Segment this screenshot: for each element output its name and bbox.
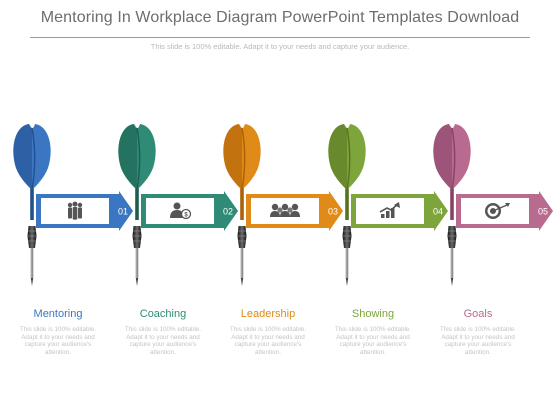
dart-barrel (27, 226, 37, 248)
slide-title: Mentoring In Workplace Diagram PowerPoin… (40, 9, 520, 26)
title-divider (30, 37, 530, 38)
dart-step-2: 02 $ (118, 124, 238, 286)
dart-needle (135, 248, 139, 278)
dart-barrel (342, 226, 352, 248)
step-description: This slide is 100% editable. Adapt it to… (334, 326, 412, 356)
step-number: 04 (433, 207, 443, 217)
growth-chart-icon (379, 202, 400, 218)
step-description: This slide is 100% editable. Adapt it to… (229, 326, 307, 356)
step-label: Leadership (240, 308, 296, 320)
dart-needle (30, 248, 34, 278)
dart-barrel (237, 226, 247, 248)
dart-needle (450, 248, 454, 278)
step-label: Mentoring (33, 308, 83, 320)
dart-needle (345, 248, 349, 278)
step-number: 02 (223, 207, 233, 217)
step-label: Goals (463, 308, 493, 320)
step-description: This slide is 100% editable. Adapt it to… (439, 326, 517, 356)
step-description: This slide is 100% editable. Adapt it to… (19, 326, 97, 356)
user-money-icon: $ (170, 202, 192, 220)
step-number: 01 (118, 207, 128, 217)
people-group-icon (67, 201, 83, 220)
dart-step-4: 04 (328, 124, 448, 286)
step-label: Coaching (139, 308, 187, 320)
dart-barrel (447, 226, 457, 248)
dart-needle (240, 248, 244, 278)
svg-text:$: $ (184, 213, 188, 219)
step-number: 05 (538, 207, 548, 217)
dart-step-1: 01 (13, 124, 133, 286)
step-number: 03 (328, 207, 338, 217)
target-icon (485, 203, 510, 219)
team-icon (270, 203, 300, 217)
dart-step-3: 03 (223, 124, 343, 286)
dart-barrel (132, 226, 142, 248)
step-label: Showing (351, 308, 395, 320)
dart-step-5: 05 (433, 124, 553, 286)
slide-subtitle: This slide is 100% editable. Adapt it to… (150, 42, 410, 51)
step-description: This slide is 100% editable. Adapt it to… (124, 326, 202, 356)
